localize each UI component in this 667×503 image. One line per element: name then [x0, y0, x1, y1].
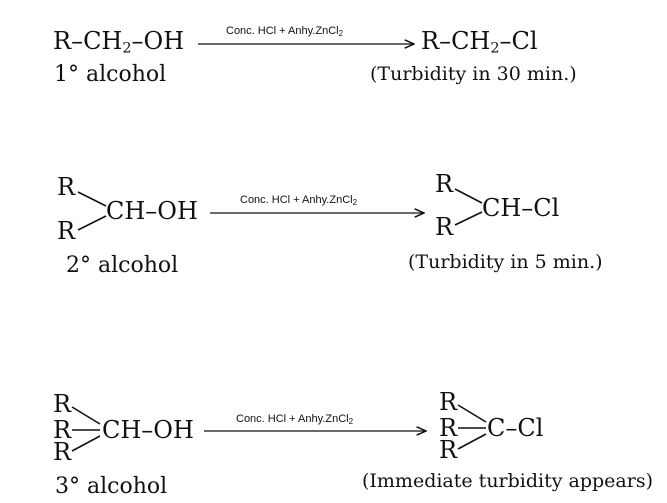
tertiary-product-r-bottom: R [439, 436, 458, 464]
tertiary-reactant-r-top: R [53, 390, 72, 418]
primary-product-formula: R–CH2–Cl [421, 27, 538, 57]
primary-alcohol-label: 1° alcohol [54, 62, 167, 87]
primary-turbidity-note: (Turbidity in 30 min.) [370, 63, 577, 85]
secondary-reagent-label: Conc. HCl + Anhy.ZnCl2 [240, 194, 358, 207]
bond-2deg-product-lower [454, 211, 483, 226]
tertiary-alcohol-label: 3° alcohol [55, 474, 168, 499]
tertiary-turbidity-note: (Immediate turbidity appears) [362, 470, 653, 492]
secondary-reactant-r-bottom: R [57, 217, 76, 245]
secondary-turbidity-note: (Turbidity in 5 min.) [408, 251, 603, 273]
secondary-product-r-top: R [435, 170, 454, 198]
tertiary-reagent-label: Conc. HCl + Anhy.ZnCl2 [236, 413, 354, 426]
secondary-reactant-core: CH–OH [106, 197, 198, 225]
bond-2deg-reactant-upper [77, 191, 107, 207]
tertiary-reactant-r-bottom: R [53, 438, 72, 466]
primary-reactant-formula: R–CH2–OH [53, 27, 185, 57]
tertiary-product-r-middle: R [439, 414, 458, 442]
bond-3deg-reactant-upper [71, 406, 101, 425]
secondary-alcohol-label: 2° alcohol [66, 253, 179, 278]
tertiary-product-core: C–Cl [487, 414, 544, 442]
primary-reagent-label: Conc. HCl + Anhy.ZnCl2 [226, 25, 344, 38]
bond-3deg-product-lower [457, 433, 487, 450]
secondary-product-core: CH–Cl [482, 194, 560, 222]
tertiary-reactant-r-middle: R [53, 416, 72, 444]
bond-2deg-product-upper [454, 188, 483, 204]
tertiary-reactant-core: CH–OH [102, 416, 194, 444]
tertiary-product-r-top: R [439, 388, 458, 416]
secondary-reactant-r-top: R [57, 173, 76, 201]
bond-3deg-reactant-lower [71, 435, 101, 452]
bond-3deg-product-upper [457, 404, 487, 423]
bond-2deg-reactant-lower [77, 215, 107, 231]
secondary-product-r-bottom: R [435, 213, 454, 241]
